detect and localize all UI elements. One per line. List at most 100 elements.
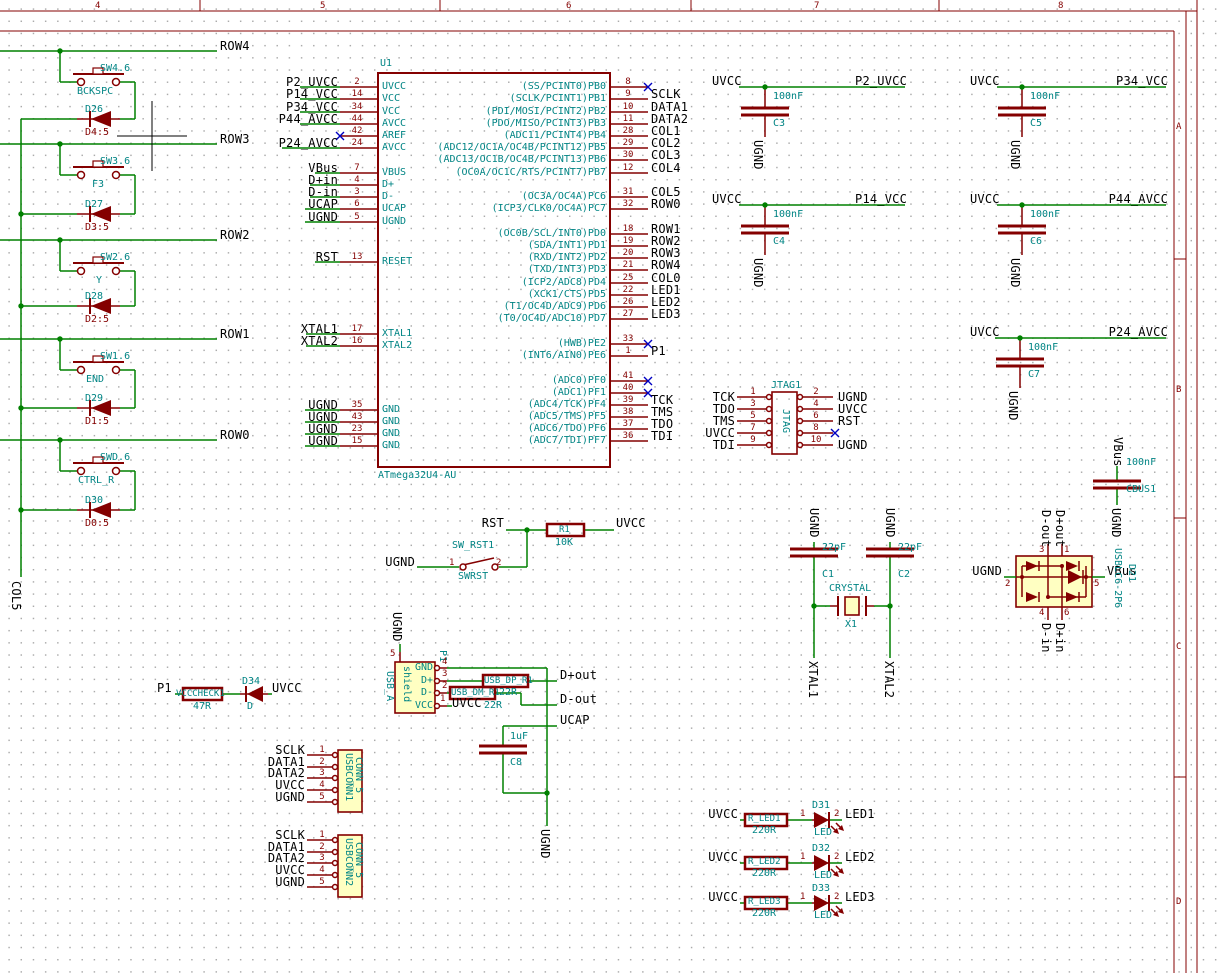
leds-r1-val[interactable]: 220R (752, 825, 777, 836)
matrix-d30-val[interactable]: D0:5 (85, 518, 110, 529)
matrix-d30-ref[interactable]: D30 (85, 495, 104, 506)
mcu-text-row3[interactable]: ROW3 (651, 246, 681, 260)
mcu-text-17[interactable]: 17 (351, 324, 363, 334)
headers-text-3[interactable]: 3 (319, 853, 325, 863)
usblc6-text-ugnd[interactable]: UGND (972, 564, 1002, 578)
matrix-sw1-val[interactable]: END (86, 374, 105, 385)
leds-text-led3[interactable]: LED3 (845, 890, 875, 904)
mcu-text-16[interactable]: 16 (351, 336, 363, 346)
mcu-text--xck1-cts-pd5[interactable]: (XCK1/CTS)PD5 (527, 289, 606, 300)
mcu-text-35[interactable]: 35 (351, 400, 363, 410)
vcc_check-d34-ref[interactable]: D34 (242, 676, 261, 687)
usb_a-c8-val[interactable]: 1uF (510, 731, 529, 742)
usb_a-dm-val[interactable]: 22R (484, 700, 503, 711)
leds-text-led2[interactable]: LED2 (845, 850, 875, 864)
border-col-6[interactable]: 6 (566, 1, 572, 11)
border-row-B[interactable]: B (1176, 385, 1182, 395)
mcu-text-tdi[interactable]: TDI (651, 429, 674, 443)
caps-c5-ref[interactable]: C5 (1030, 118, 1043, 129)
caps-text-100nf[interactable]: 100nF (773, 209, 804, 220)
caps-text-ugnd[interactable]: UGND (1008, 140, 1022, 170)
mcu-text--int6-ain0-pe6[interactable]: (INT6/AIN0)PE6 (521, 350, 606, 361)
mcu-value[interactable]: ATmega32U4-AU (378, 470, 457, 481)
usb_a-dp-val[interactable]: 22R (499, 687, 518, 698)
leds-text-led1[interactable]: LED1 (845, 807, 875, 821)
usb_a-shield[interactable]: shield (401, 666, 412, 703)
mcu-text-9[interactable]: 9 (625, 89, 631, 99)
mcu-text-gnd[interactable]: GND (382, 440, 401, 451)
headers-text-3[interactable]: 3 (319, 768, 325, 778)
mcu-text-p1[interactable]: P1 (651, 344, 666, 358)
mcu-text-p44-avcc[interactable]: P44_AVCC (278, 112, 338, 126)
mcu-text-37[interactable]: 37 (622, 419, 634, 429)
caps-text-p14-vcc[interactable]: P14_VCC (855, 192, 907, 206)
mcu-text-rst[interactable]: RST (315, 250, 338, 264)
mcu-text-tck[interactable]: TCK (651, 393, 674, 407)
mcu-text-tdo[interactable]: TDO (651, 417, 674, 431)
usb_a-text-ugnd[interactable]: UGND (390, 612, 404, 642)
usblc6-text-3[interactable]: 3 (1039, 545, 1045, 555)
jtag-value[interactable]: JTAG (780, 409, 791, 434)
leds-d32-ref[interactable]: D32 (812, 843, 831, 854)
headers-conn2-ref[interactable]: USBCONN2 (343, 838, 354, 887)
mcu-text--sda-int1-pd1[interactable]: (SDA/INT1)PD1 (527, 240, 606, 251)
mcu-text--adc12-oc1a-oc4b-pcint12-pb5[interactable]: (ADC12/OC1A/OC4B/PCINT12)PB5 (437, 142, 606, 153)
leds-r3-ref[interactable]: R_LED3 (748, 897, 781, 907)
jtag-text-10[interactable]: 10 (810, 435, 822, 445)
mcu-text-4[interactable]: 4 (354, 175, 360, 185)
mcu-text-d+[interactable]: D+ (382, 179, 395, 190)
mcu-text-col2[interactable]: COL2 (651, 136, 681, 150)
mcu-text-ugnd[interactable]: UGND (308, 210, 338, 224)
matrix-sw3-val[interactable]: F3 (92, 179, 105, 190)
mcu-text-row4[interactable]: ROW4 (651, 258, 681, 272)
jtag-text-6[interactable]: 6 (813, 411, 819, 421)
mcu-text--oc0b-scl-int0-pd0[interactable]: (OC0B/SCL/INT0)PD0 (497, 228, 606, 239)
mcu-text-26[interactable]: 26 (622, 297, 634, 307)
reset-text-1[interactable]: 1 (449, 558, 455, 568)
caps-text-uvcc[interactable]: UVCC (970, 325, 1000, 339)
reset-text-ugnd[interactable]: UGND (385, 555, 415, 569)
mcu-text--icp2-adc8-pd4[interactable]: (ICP2/ADC8)PD4 (521, 277, 606, 288)
mcu-text-sclk[interactable]: SCLK (651, 87, 681, 101)
mcu-text-tms[interactable]: TMS (651, 405, 674, 419)
mcu-text--adc4-tck-pf4[interactable]: (ADC4/TCK)PF4 (527, 399, 606, 410)
jtag-text-7[interactable]: 7 (750, 423, 756, 433)
mcu-text--rxd-int2-pd2[interactable]: (RXD/INT2)PD2 (527, 252, 606, 263)
caps-text-ugnd[interactable]: UGND (1008, 258, 1022, 288)
usb_a-text-d+out[interactable]: D+out (560, 668, 598, 682)
caps-text-p34-vcc[interactable]: P34_VCC (1116, 74, 1168, 88)
caps-text-uvcc[interactable]: UVCC (712, 74, 742, 88)
border-row-C[interactable]: C (1176, 642, 1182, 652)
matrix-net-row1[interactable]: ROW1 (220, 327, 250, 341)
headers-text-data2[interactable]: DATA2 (267, 766, 305, 780)
mcu-text-led2[interactable]: LED2 (651, 295, 681, 309)
crystal-c1-ref[interactable]: C1 (822, 569, 835, 580)
mcu-text-ucap[interactable]: UCAP (382, 203, 407, 214)
matrix-d29-val[interactable]: D1:5 (85, 416, 110, 427)
headers-text-1[interactable]: 1 (319, 830, 325, 840)
vcc_check-r-val[interactable]: 47R (193, 701, 212, 712)
mcu-text-ugnd[interactable]: UGND (308, 434, 338, 448)
mcu-text-vcc[interactable]: VCC (382, 106, 401, 117)
mcu-text-13[interactable]: 13 (351, 252, 363, 262)
usblc6-text-1[interactable]: 1 (1064, 545, 1070, 555)
usb_a-text-5[interactable]: 5 (390, 649, 396, 659)
usb_a-dm-ref[interactable]: USB_DM_R1 (451, 688, 500, 698)
mcu-text--adc6-tdo-pf6[interactable]: (ADC6/TDO)PF6 (527, 423, 606, 434)
leds-r2-val[interactable]: 220R (752, 868, 777, 879)
mcu-text-43[interactable]: 43 (351, 412, 363, 422)
mcu-text--icp3-clk0-oc4a-pc7[interactable]: (ICP3/CLK0/OC4A)PC7 (491, 203, 606, 214)
usb_a-text-3[interactable]: 3 (442, 669, 448, 679)
caps-text-100nf[interactable]: 100nF (773, 91, 804, 102)
mcu-text--adc0-pf0[interactable]: (ADC0)PF0 (551, 375, 606, 386)
jtag-text-3[interactable]: 3 (750, 399, 756, 409)
jtag-text-5[interactable]: 5 (750, 411, 756, 421)
jtag-text-4[interactable]: 4 (813, 399, 819, 409)
leds-text-uvcc[interactable]: UVCC (708, 850, 738, 864)
mcu-text-20[interactable]: 20 (622, 248, 634, 258)
jtag-text-2[interactable]: 2 (813, 387, 819, 397)
vcc_check-d34-val[interactable]: D (247, 701, 254, 712)
mcu-text-39[interactable]: 39 (622, 395, 634, 405)
jtag-text-tdi[interactable]: TDI (712, 438, 735, 452)
